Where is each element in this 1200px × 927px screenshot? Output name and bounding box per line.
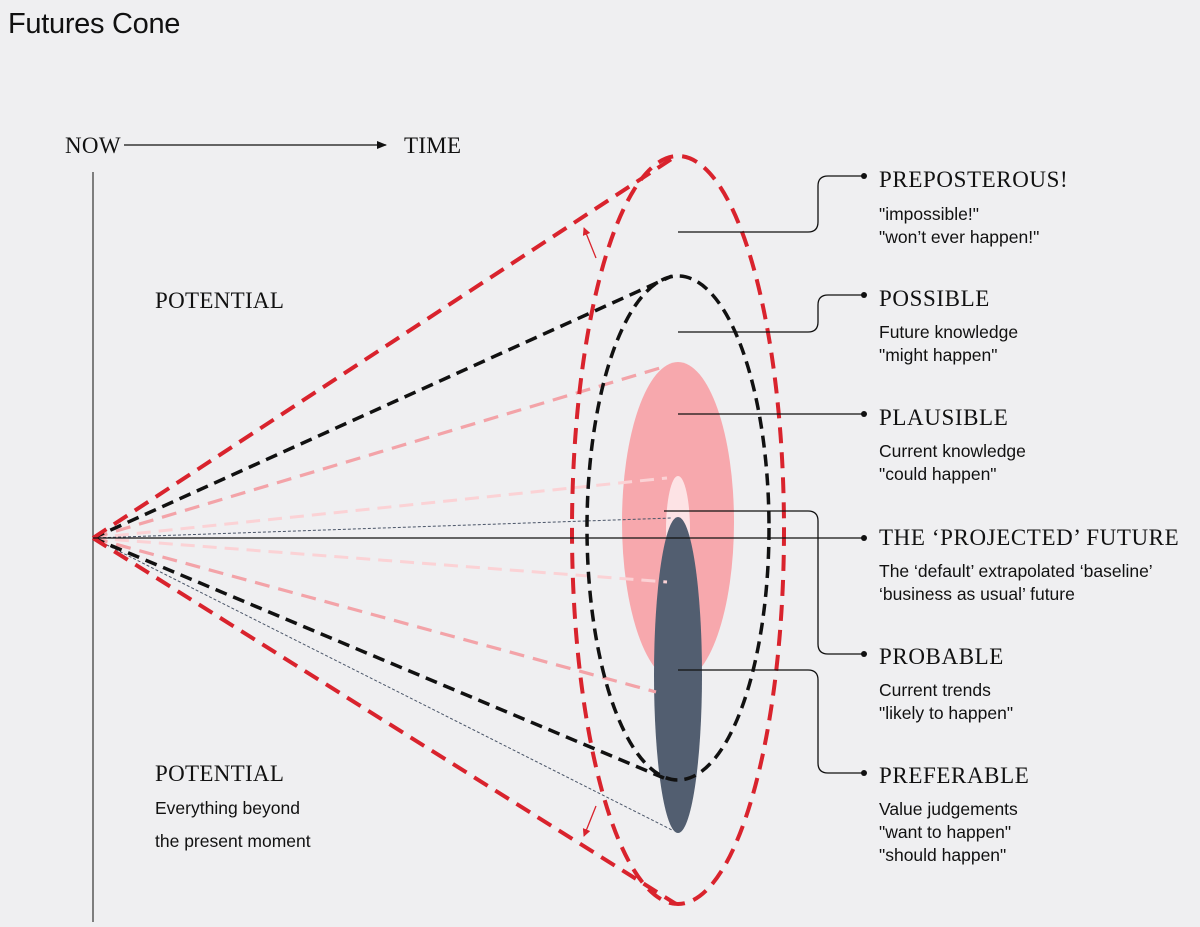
category-title: PROBABLE xyxy=(879,644,1004,669)
page-title: Futures Cone xyxy=(8,8,180,40)
category-preferable: PREFERABLE Value judgements "want to hap… xyxy=(879,763,1029,865)
category-title: THE ‘PROJECTED’ FUTURE xyxy=(879,525,1179,550)
now-label: NOW xyxy=(65,133,121,158)
potential-top-label: POTENTIAL xyxy=(155,288,284,313)
preferable-ellipse xyxy=(654,517,702,833)
category-probable: PROBABLE Current trends "likely to happe… xyxy=(879,644,1013,723)
category-possible: POSSIBLE Future knowledge "might happen" xyxy=(879,286,1018,365)
category-line: Value judgements xyxy=(879,799,1018,819)
category-plausible: PLAUSIBLE Current knowledge "could happe… xyxy=(879,405,1026,484)
category-line: Current trends xyxy=(879,680,991,700)
potential-bottom-line-2: the present moment xyxy=(155,831,311,851)
category-line: The ‘default’ extrapolated ‘baseline’ xyxy=(879,561,1153,581)
category-line: "impossible!" xyxy=(879,204,979,224)
expand-up-arrow xyxy=(582,227,597,259)
potential-bottom-line-1: Everything beyond xyxy=(155,798,300,818)
expand-down-arrow xyxy=(582,805,597,837)
category-line: "might happen" xyxy=(879,345,997,365)
preposterous-cone-lines xyxy=(91,154,678,906)
category-line: "should happen" xyxy=(879,845,1006,865)
preposterous-ellipse xyxy=(570,154,786,906)
time-label: TIME xyxy=(404,133,461,158)
category-line: "want to happen" xyxy=(879,822,1011,842)
leader-lines xyxy=(664,175,864,774)
category-title: PREFERABLE xyxy=(879,763,1029,788)
possible-ellipse xyxy=(585,274,771,782)
category-title: PREPOSTEROUS! xyxy=(879,167,1068,192)
possible-cone-lines xyxy=(92,274,673,780)
category-line: Current knowledge xyxy=(879,441,1026,461)
category-line: ‘business as usual’ future xyxy=(879,584,1075,604)
category-line: "won’t ever happen!" xyxy=(879,227,1039,247)
category-line: "could happen" xyxy=(879,464,997,484)
category-title: PLAUSIBLE xyxy=(879,405,1008,430)
preferable-cone-lines xyxy=(92,517,673,831)
category-line: "likely to happen" xyxy=(879,703,1013,723)
category-preposterous: PREPOSTEROUS! "impossible!" "won’t ever … xyxy=(879,167,1068,247)
leader-bullets xyxy=(861,173,867,776)
category-line: Future knowledge xyxy=(879,322,1018,342)
plausible-cone-lines xyxy=(92,366,661,694)
category-title: POSSIBLE xyxy=(879,286,990,311)
category-projected: THE ‘PROJECTED’ FUTURE The ‘default’ ext… xyxy=(879,525,1179,604)
potential-bottom-label: POTENTIAL xyxy=(155,761,284,786)
projected-bullet xyxy=(861,535,867,541)
projected-cone-lines xyxy=(92,476,668,584)
